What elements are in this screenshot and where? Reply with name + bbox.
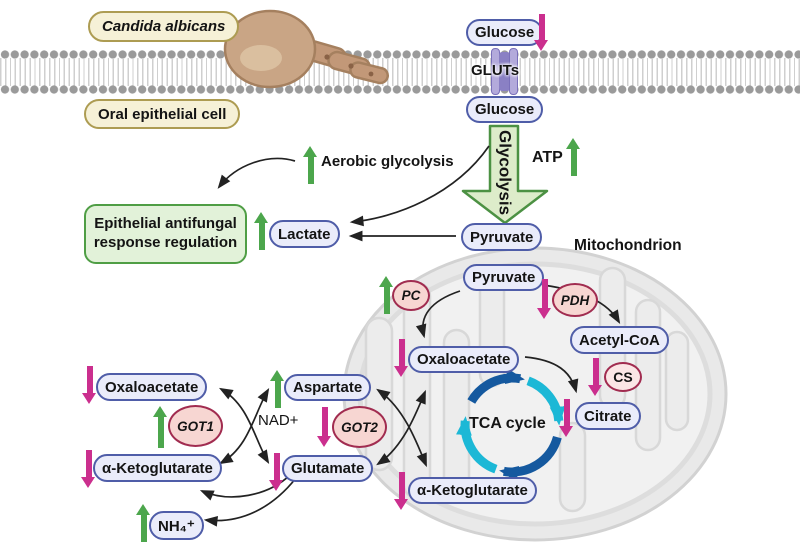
ketoglutarate-mitochondrial-text: α-Ketoglutarate bbox=[417, 482, 528, 499]
antifungal-response-box: Epithelial antifungal response regulatio… bbox=[84, 204, 247, 264]
gluts-label: GLUTs bbox=[471, 62, 520, 79]
got1-text: GOT1 bbox=[177, 418, 214, 434]
glycolysis-label: Glycolysis bbox=[495, 129, 515, 216]
pyruvate-mitochondrial-node: Pyruvate bbox=[463, 264, 545, 291]
membrane-inner-leaflet bbox=[0, 84, 800, 95]
decrease-arrow-cs-reaction bbox=[588, 358, 603, 396]
decrease-arrow-glutamate bbox=[269, 453, 284, 491]
increase-arrow-atp bbox=[566, 138, 581, 176]
glucose-intracellular-text: Glucose bbox=[475, 101, 535, 118]
citrate-text: Citrate bbox=[584, 407, 632, 425]
pyruvate-cytosol-node: Pyruvate bbox=[461, 223, 543, 251]
got2-enzyme-node: GOT2 bbox=[332, 406, 387, 448]
oral-epithelial-cell-text: Oral epithelial cell bbox=[98, 105, 227, 123]
tca-cycle-label: TCA cycle bbox=[469, 415, 546, 432]
increase-arrow-aspartate bbox=[270, 370, 285, 408]
acetyl-coa-text: Acetyl-CoA bbox=[579, 331, 660, 349]
decrease-arrow-citrate bbox=[559, 399, 574, 437]
glutamate-node: Glutamate bbox=[282, 455, 374, 482]
pdh-enzyme-node: PDH bbox=[552, 283, 598, 317]
arrow-aerobic-to-response-box bbox=[217, 157, 296, 189]
glucose-intracellular-node: Glucose bbox=[466, 96, 544, 123]
increase-arrow-pc bbox=[379, 276, 394, 314]
candida-albicans-text: Candida albicans bbox=[102, 18, 226, 35]
got1-enzyme-node: GOT1 bbox=[168, 405, 223, 447]
response-box-line1: Epithelial antifungal bbox=[94, 215, 237, 233]
glut-transporter-icon bbox=[491, 48, 518, 95]
acetyl-coa-node: Acetyl-CoA bbox=[570, 326, 669, 354]
pdh-text: PDH bbox=[560, 292, 590, 308]
decrease-arrow-glucose bbox=[534, 14, 549, 51]
decrease-arrow-ketoglutarate-mito bbox=[394, 472, 409, 510]
response-box-line2: response regulation bbox=[93, 234, 238, 251]
got2-text: GOT2 bbox=[341, 419, 378, 435]
ketoglutarate-cytosolic-node: α-Ketoglutarate bbox=[93, 454, 222, 482]
aspartate-node: Aspartate bbox=[284, 374, 372, 401]
pyruvate-mitochondrial-text: Pyruvate bbox=[472, 269, 536, 286]
membrane-outer-leaflet bbox=[0, 49, 800, 60]
aspartate-text: Aspartate bbox=[293, 379, 363, 396]
ammonium-text: NH₄⁺ bbox=[158, 517, 195, 535]
pc-text: PC bbox=[401, 288, 421, 303]
oral-epithelial-cell-label: Oral epithelial cell bbox=[84, 99, 241, 129]
cs-enzyme-node: CS bbox=[604, 362, 642, 392]
ketoglutarate-mitochondrial-node: α-Ketoglutarate bbox=[408, 477, 537, 504]
increase-arrow-ammonium bbox=[136, 504, 151, 542]
candida-albicans-label: Candida albicans bbox=[88, 11, 240, 42]
glucose-extracellular-node: Glucose bbox=[466, 19, 544, 46]
arrow-oxaloacetate-to-citrate bbox=[524, 356, 579, 394]
oxaloacetate-mitochondrial-node: Oxaloacetate bbox=[408, 346, 520, 373]
aerobic-glycolysis-label: Aerobic glycolysis bbox=[321, 153, 454, 170]
increase-arrow-got1 bbox=[153, 406, 168, 448]
citrate-node: Citrate bbox=[575, 402, 641, 430]
pc-enzyme-node: PC bbox=[392, 280, 430, 311]
atp-label: ATP bbox=[532, 149, 563, 166]
glutamate-text: Glutamate bbox=[291, 460, 365, 477]
ammonium-node: NH₄⁺ bbox=[149, 511, 204, 540]
increase-arrow-lactate bbox=[254, 212, 269, 250]
cs-text: CS bbox=[613, 369, 633, 385]
decrease-arrow-oxaloacetate-mito bbox=[394, 339, 409, 377]
mitochondrion-label: Mitochondrion bbox=[574, 237, 682, 254]
decrease-arrow-oxaloacetate-left bbox=[82, 366, 97, 404]
pyruvate-cytosol-text: Pyruvate bbox=[470, 228, 534, 246]
lactate-node: Lactate bbox=[269, 220, 340, 248]
nad-label: NAD+ bbox=[258, 412, 299, 429]
ketoglutarate-cytosolic-text: α-Ketoglutarate bbox=[102, 459, 213, 477]
decrease-arrow-got2 bbox=[317, 407, 332, 447]
increase-arrow-aerobic-glycolysis bbox=[303, 146, 318, 184]
decrease-arrow-pdh bbox=[537, 279, 552, 319]
oxaloacetate-mitochondrial-text: Oxaloacetate bbox=[417, 351, 511, 368]
membrane-lipid-tails bbox=[0, 58, 800, 86]
glucose-extracellular-text: Glucose bbox=[475, 24, 535, 41]
oxaloacetate-cytosolic-text: Oxaloacetate bbox=[105, 378, 199, 396]
lactate-text: Lactate bbox=[278, 225, 331, 243]
decrease-arrow-ketoglutarate-left bbox=[81, 450, 96, 488]
oxaloacetate-cytosolic-node: Oxaloacetate bbox=[96, 373, 208, 401]
